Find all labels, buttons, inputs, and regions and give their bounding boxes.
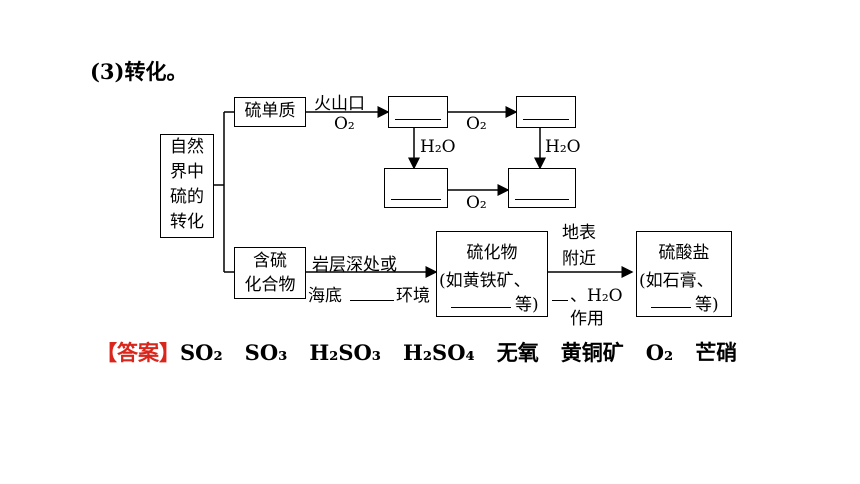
label-h2o-a: H₂O [420,137,456,157]
blank-box-h2so3 [384,168,448,208]
answer-item: 芒硝 [695,340,738,365]
label-deep-rock: 岩层深处或 [312,255,397,275]
label-action: 作用 [570,309,604,329]
blank-line [395,119,441,120]
sulfide-box: 硫化物 (如黄铁矿、 等) [436,231,548,317]
root-line-2: 界中 [170,162,204,182]
answer-item: SO₂ [180,340,223,365]
label-o2-a: O₂ [334,114,355,134]
sulfate-title: 硫酸盐 [658,243,710,263]
blank-line [523,119,569,120]
root-line-3: 硫的 [170,187,204,207]
sulfide-example: (如黄铁矿、 [439,271,531,291]
blank-oxidant [552,300,568,301]
label-near-surface-2: 附近 [562,249,596,269]
answer-item: H₂SO₄ [403,340,475,365]
sulfide-etc: 等) [515,295,539,315]
sulfur-compounds-box: 含硫 化合物 [234,247,306,299]
answer-item: 黄铜矿 [560,340,624,365]
answer-item: 无氧 [496,340,539,365]
root-line-1: 自然 [170,137,204,157]
sulfide-title: 硫化物 [466,243,518,263]
answer-item: O₂ [645,340,674,365]
sulfate-example: (如石膏、 [639,271,714,291]
label-comma-h2o: 、H₂O [570,286,623,306]
label-o2-c: O₂ [466,193,487,213]
blank-box-h2so4 [508,168,576,208]
blank-mirabilite [651,307,691,308]
label-seabed: 海底 [308,286,342,306]
sulfate-box: 硫酸盐 (如石膏、 等) [636,231,732,317]
root-box: 自然 界中 硫的 转化 [160,134,214,238]
blank-line [515,199,569,200]
label-near-surface-1: 地表 [562,223,596,243]
blank-box-so2 [388,96,448,128]
blank-box-so3 [516,96,576,128]
answer-line: 【答案】SO₂ SO₃ H₂SO₃ H₂SO₄ 无氧黄铜矿 O₂ 芒硝 [96,337,737,367]
root-line-4: 转化 [170,212,204,232]
blank-chalcopyrite [451,307,511,308]
label-environment: 环境 [396,286,430,306]
elemental-sulfur-box: 硫单质 [234,97,306,127]
label-h2o-b: H₂O [545,137,581,157]
label-o2-b: O₂ [466,114,487,134]
blank-anoxic [350,300,394,301]
blank-line [391,199,441,200]
answer-item: H₂SO₃ [309,340,382,365]
sulfate-etc: 等) [695,295,719,315]
answer-tag: 【答案】 [96,340,180,365]
section-heading: (3)转化。 [90,59,188,84]
label-volcano: 火山口 [314,94,365,114]
answer-item: SO₃ [244,340,288,365]
